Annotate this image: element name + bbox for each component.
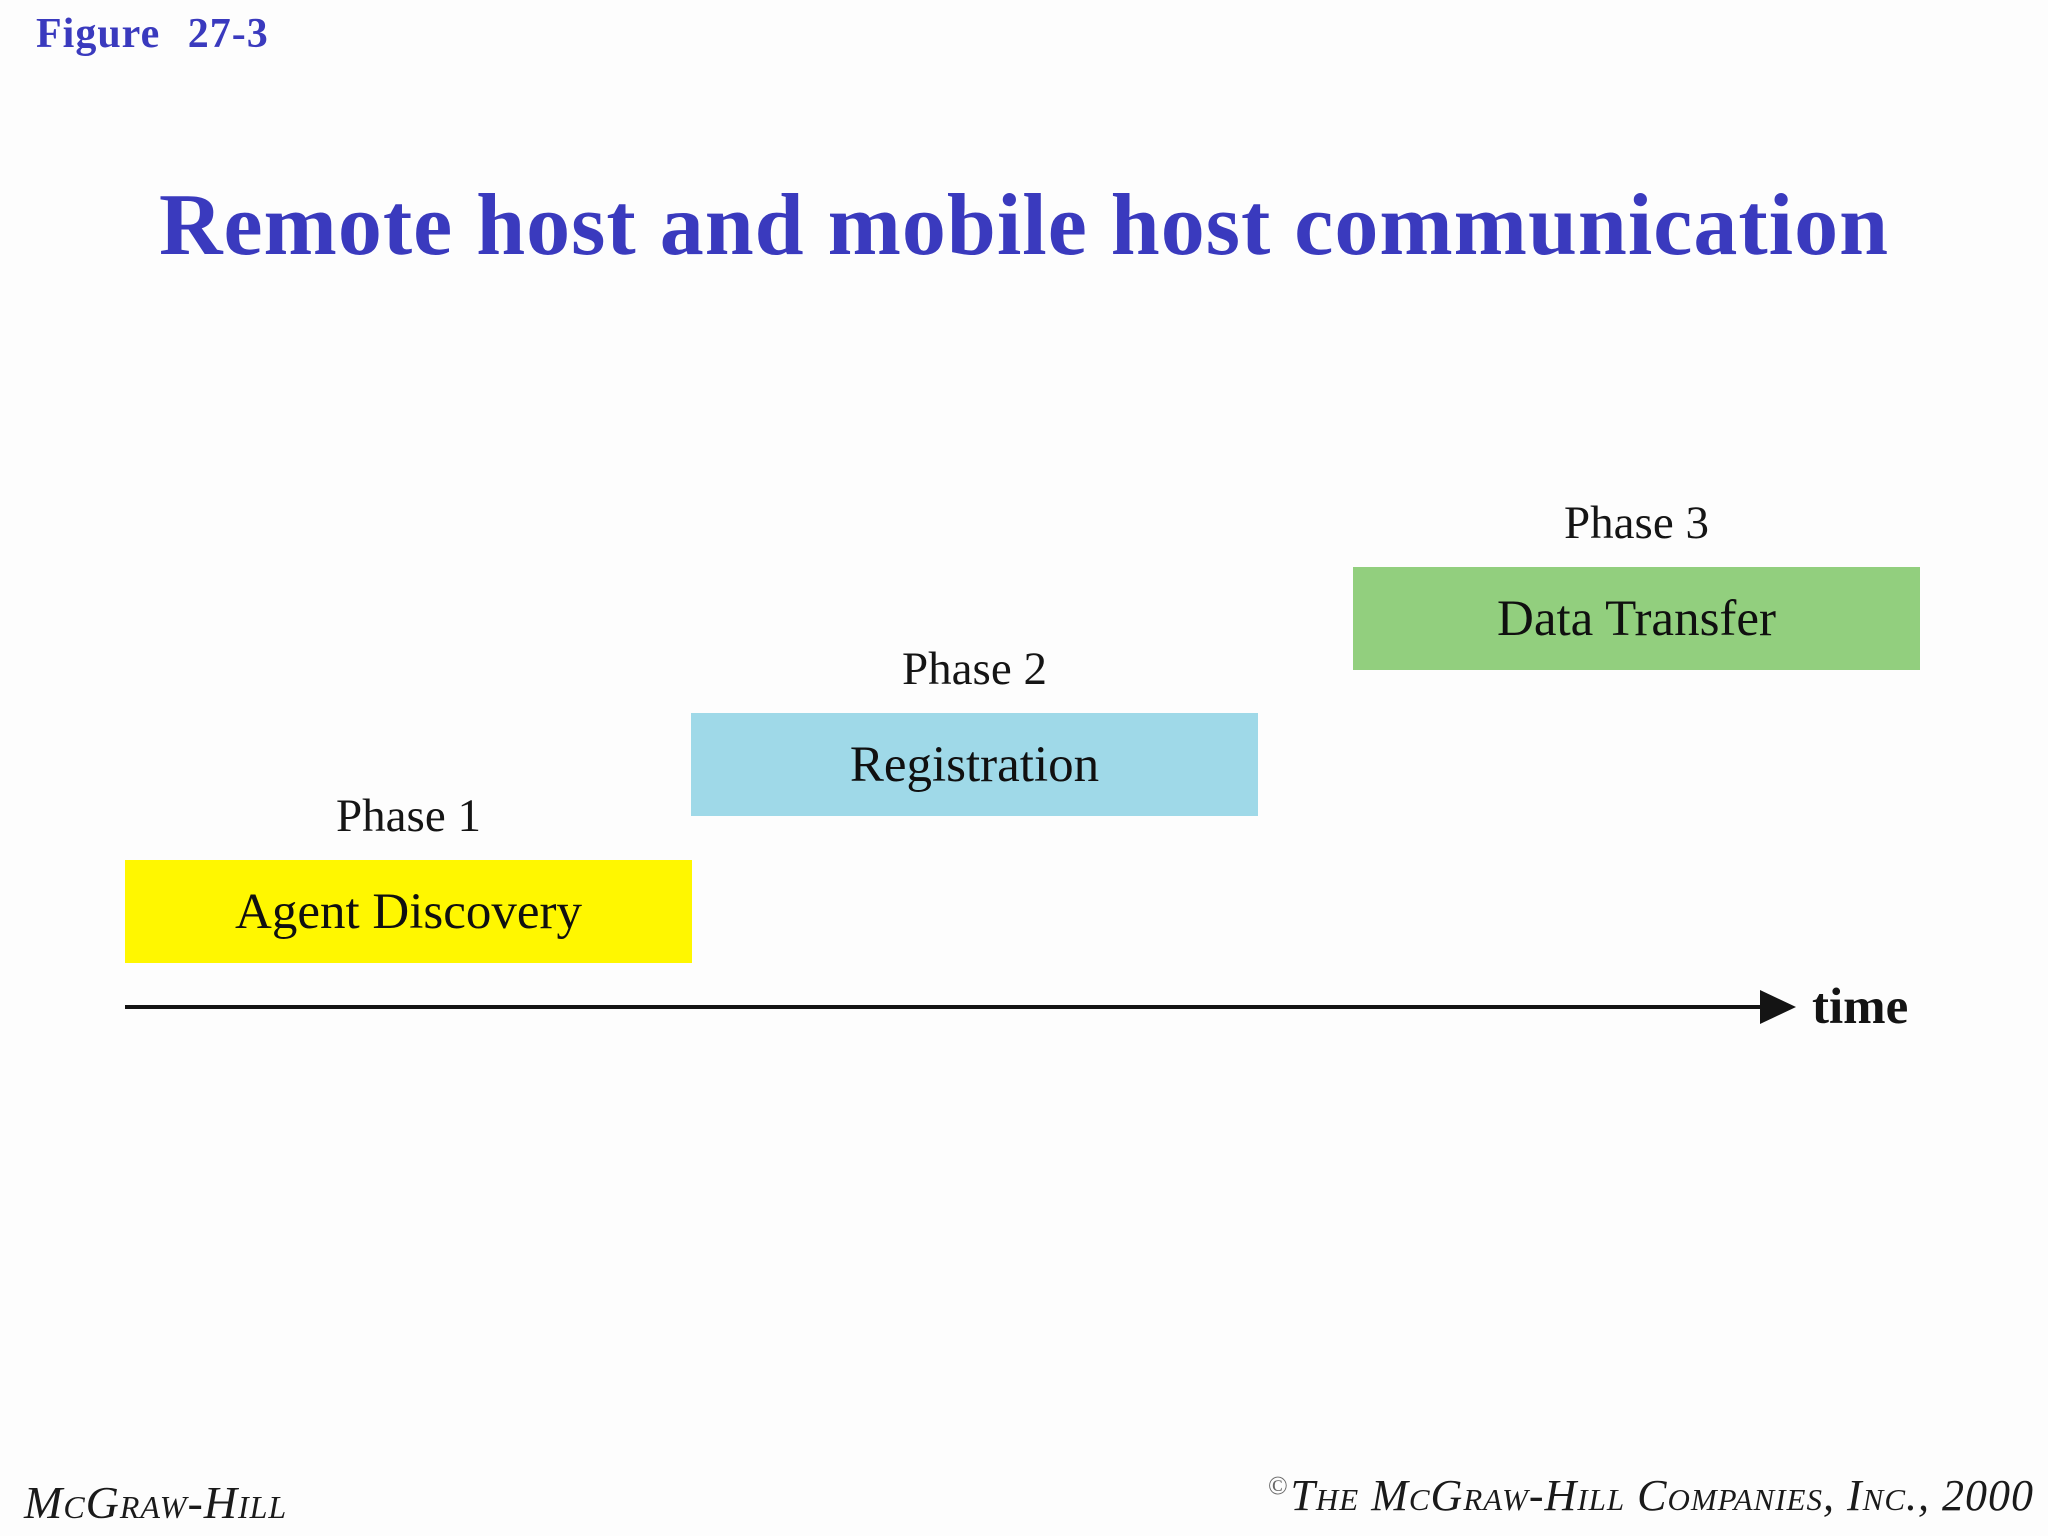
footer-copyright: ©The McGraw-Hill Companies, Inc., 2000 <box>1268 1470 2034 1521</box>
phase-1-label: Phase 1 <box>336 790 481 842</box>
phase-2-box-registration: Registration <box>691 713 1258 816</box>
phase-1-box-agent-discovery: Agent Discovery <box>125 860 692 963</box>
phase-1-group: Phase 1 Agent Discovery <box>125 790 692 963</box>
figure-label: Figure 27-3 <box>36 11 269 57</box>
footer-copyright-text: The McGraw-Hill Companies, Inc., 2000 <box>1290 1471 2034 1520</box>
phase-3-group: Phase 3 Data Transfer <box>1353 497 1920 670</box>
phase-2-group: Phase 2 Registration <box>691 643 1258 816</box>
copyright-icon: © <box>1267 1471 1289 1501</box>
phase-2-label: Phase 2 <box>902 643 1047 695</box>
time-axis-line <box>125 1005 1775 1009</box>
phase-3-label: Phase 3 <box>1564 497 1709 549</box>
page-title: Remote host and mobile host communicatio… <box>158 176 1890 274</box>
phase-3-box-data-transfer: Data Transfer <box>1353 567 1920 670</box>
time-axis-label: time <box>1812 979 1909 1035</box>
footer-publisher: McGraw-Hill <box>24 1477 288 1528</box>
arrow-right-icon <box>1760 990 1796 1024</box>
